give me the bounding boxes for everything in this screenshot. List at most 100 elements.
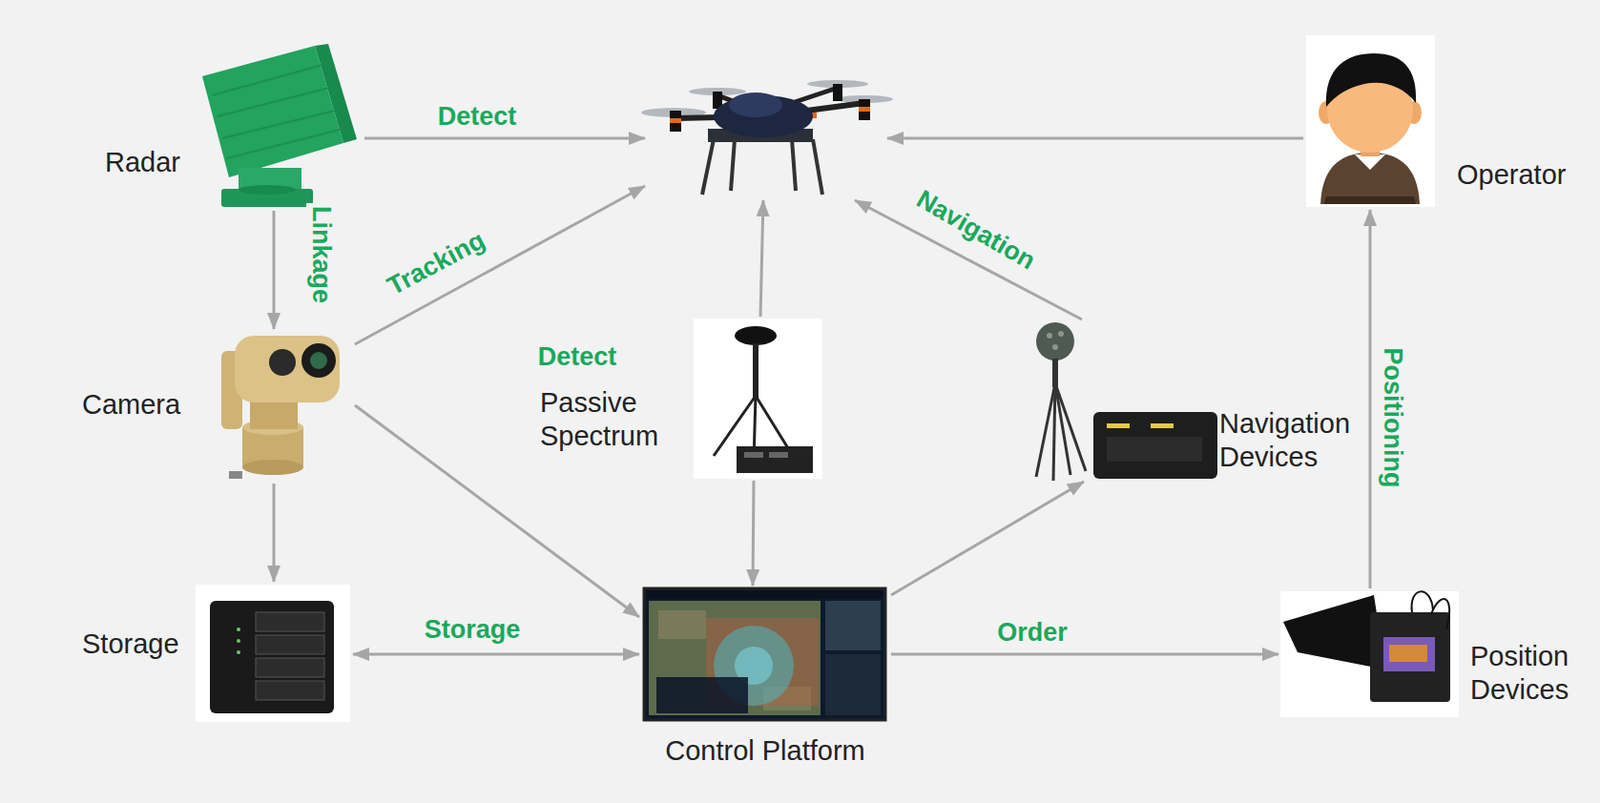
- drone-figure-part: [702, 139, 714, 195]
- radar-figure-part: [202, 45, 344, 178]
- passive-spectrum-figure-part: [736, 446, 813, 474]
- edge-label: Storage: [421, 614, 524, 645]
- position-device-figure-part: [1370, 612, 1451, 703]
- flow-arrow: [887, 137, 1304, 141]
- device-node: Radar: [95, 42, 365, 211]
- drone-figure-part: [730, 139, 735, 191]
- device-label: Position Devices: [1470, 640, 1581, 707]
- flow-arrow: [272, 483, 276, 582]
- device-label: Storage: [82, 627, 188, 662]
- device-node: Position Devices: [1278, 588, 1589, 723]
- control-platform-figure-part: [644, 588, 886, 721]
- radar-figure-part: [222, 110, 335, 139]
- navigation-device-figure-part: [1055, 383, 1086, 472]
- radar-figure-part: [226, 129, 340, 159]
- navigation-device-figure: [1036, 322, 1218, 481]
- operator-figure-part: [1326, 53, 1416, 107]
- position-device-figure-part: [1389, 644, 1428, 663]
- navigation-device-figure-part: [1055, 383, 1071, 476]
- edge-label: Order: [994, 617, 1071, 648]
- position-device-figure-part: [1283, 595, 1386, 670]
- camera-figure-part: [269, 349, 296, 376]
- radar-figure-part: [217, 87, 330, 117]
- radar-figure-part: [211, 64, 323, 96]
- edge-label: Tracking: [379, 223, 493, 303]
- operator-figure-part: [1320, 152, 1420, 205]
- navigation-device-figure-part: [1106, 423, 1130, 429]
- navigation-device-figure-part: [1052, 344, 1059, 351]
- storage-figure-part: [195, 584, 351, 723]
- camera-figure-part: [310, 352, 328, 370]
- edge-label: Navigation: [909, 182, 1044, 278]
- edge-label: Detect: [435, 101, 520, 132]
- storage-figure-part: [236, 627, 241, 632]
- flow-arrow: [353, 653, 640, 657]
- storage-figure: [195, 584, 351, 723]
- storage-figure-part: [209, 601, 334, 714]
- control-platform-figure-part: [825, 601, 881, 651]
- storage-figure-part: [255, 681, 325, 701]
- camera-figure-part: [228, 471, 243, 479]
- position-device-figure-part: [1412, 591, 1434, 613]
- drone-figure-part: [812, 139, 823, 195]
- passive-spectrum-figure-part: [768, 452, 789, 458]
- drone-figure-part: [791, 139, 796, 191]
- operator-figure-part: [1306, 35, 1435, 208]
- edge-label: Linkage: [306, 203, 337, 307]
- control-platform-figure: [644, 588, 886, 721]
- position-device-figure-part: [1280, 591, 1459, 718]
- navigation-device-figure-part: [1052, 358, 1059, 388]
- device-node: Storage: [78, 581, 354, 726]
- device-node: Control Platform: [639, 585, 892, 777]
- edge-label: Detect: [535, 341, 621, 373]
- drone-figure-part: [669, 118, 682, 124]
- device-label: Operator: [1456, 158, 1581, 192]
- flow-arrow: [891, 653, 1279, 657]
- device-label: Radar: [104, 145, 196, 180]
- control-platform-figure-part: [658, 610, 707, 640]
- camera-figure-part: [242, 459, 304, 476]
- control-platform-figure-part: [648, 601, 821, 716]
- passive-spectrum-figure-part: [752, 343, 759, 401]
- operator-figure-part: [1324, 196, 1416, 205]
- flow-arrow: [891, 481, 1084, 596]
- drone-figure-part: [832, 83, 843, 102]
- device-label: Navigation Devices: [1219, 407, 1363, 475]
- storage-figure-part: [255, 635, 325, 655]
- drone-figure-part: [858, 106, 871, 112]
- passive-spectrum-figure-part: [734, 326, 777, 346]
- flow-arrow: [1369, 209, 1372, 589]
- navigation-device-figure-part: [1036, 322, 1075, 361]
- device-label: Passive Spectrum: [540, 386, 674, 454]
- passive-spectrum-figure-part: [693, 318, 823, 479]
- drone-figure-part: [858, 99, 871, 121]
- operator-figure: [1306, 35, 1435, 208]
- passive-spectrum-figure: [693, 318, 823, 479]
- control-platform-figure-part: [645, 590, 884, 600]
- camera-figure-part: [234, 335, 340, 403]
- edge-label: Positioning: [1377, 345, 1409, 492]
- device-node: Operator: [1303, 33, 1590, 210]
- radar-figure: [202, 43, 357, 208]
- storage-figure-part: [236, 650, 241, 655]
- flow-arrow: [364, 137, 645, 141]
- passive-spectrum-figure-part: [744, 452, 764, 458]
- drone-figure-part: [728, 92, 783, 118]
- navigation-device-figure-part: [1058, 331, 1064, 337]
- navigation-device-figure-part: [1053, 383, 1056, 481]
- camera-figure: [221, 335, 340, 479]
- position-device-figure-part: [1431, 599, 1450, 630]
- device-node: [644, 74, 888, 201]
- drone-figure: [641, 80, 894, 195]
- storage-figure-part: [255, 658, 325, 678]
- navigation-device-figure-part: [1106, 436, 1203, 462]
- navigation-device-figure-part: [1046, 332, 1053, 339]
- drone-figure-part: [669, 110, 682, 132]
- position-device-figure: [1280, 591, 1459, 718]
- control-platform-figure-part: [825, 654, 881, 716]
- navigation-device-figure-part: [1093, 412, 1218, 479]
- passive-spectrum-figure-part: [755, 395, 789, 449]
